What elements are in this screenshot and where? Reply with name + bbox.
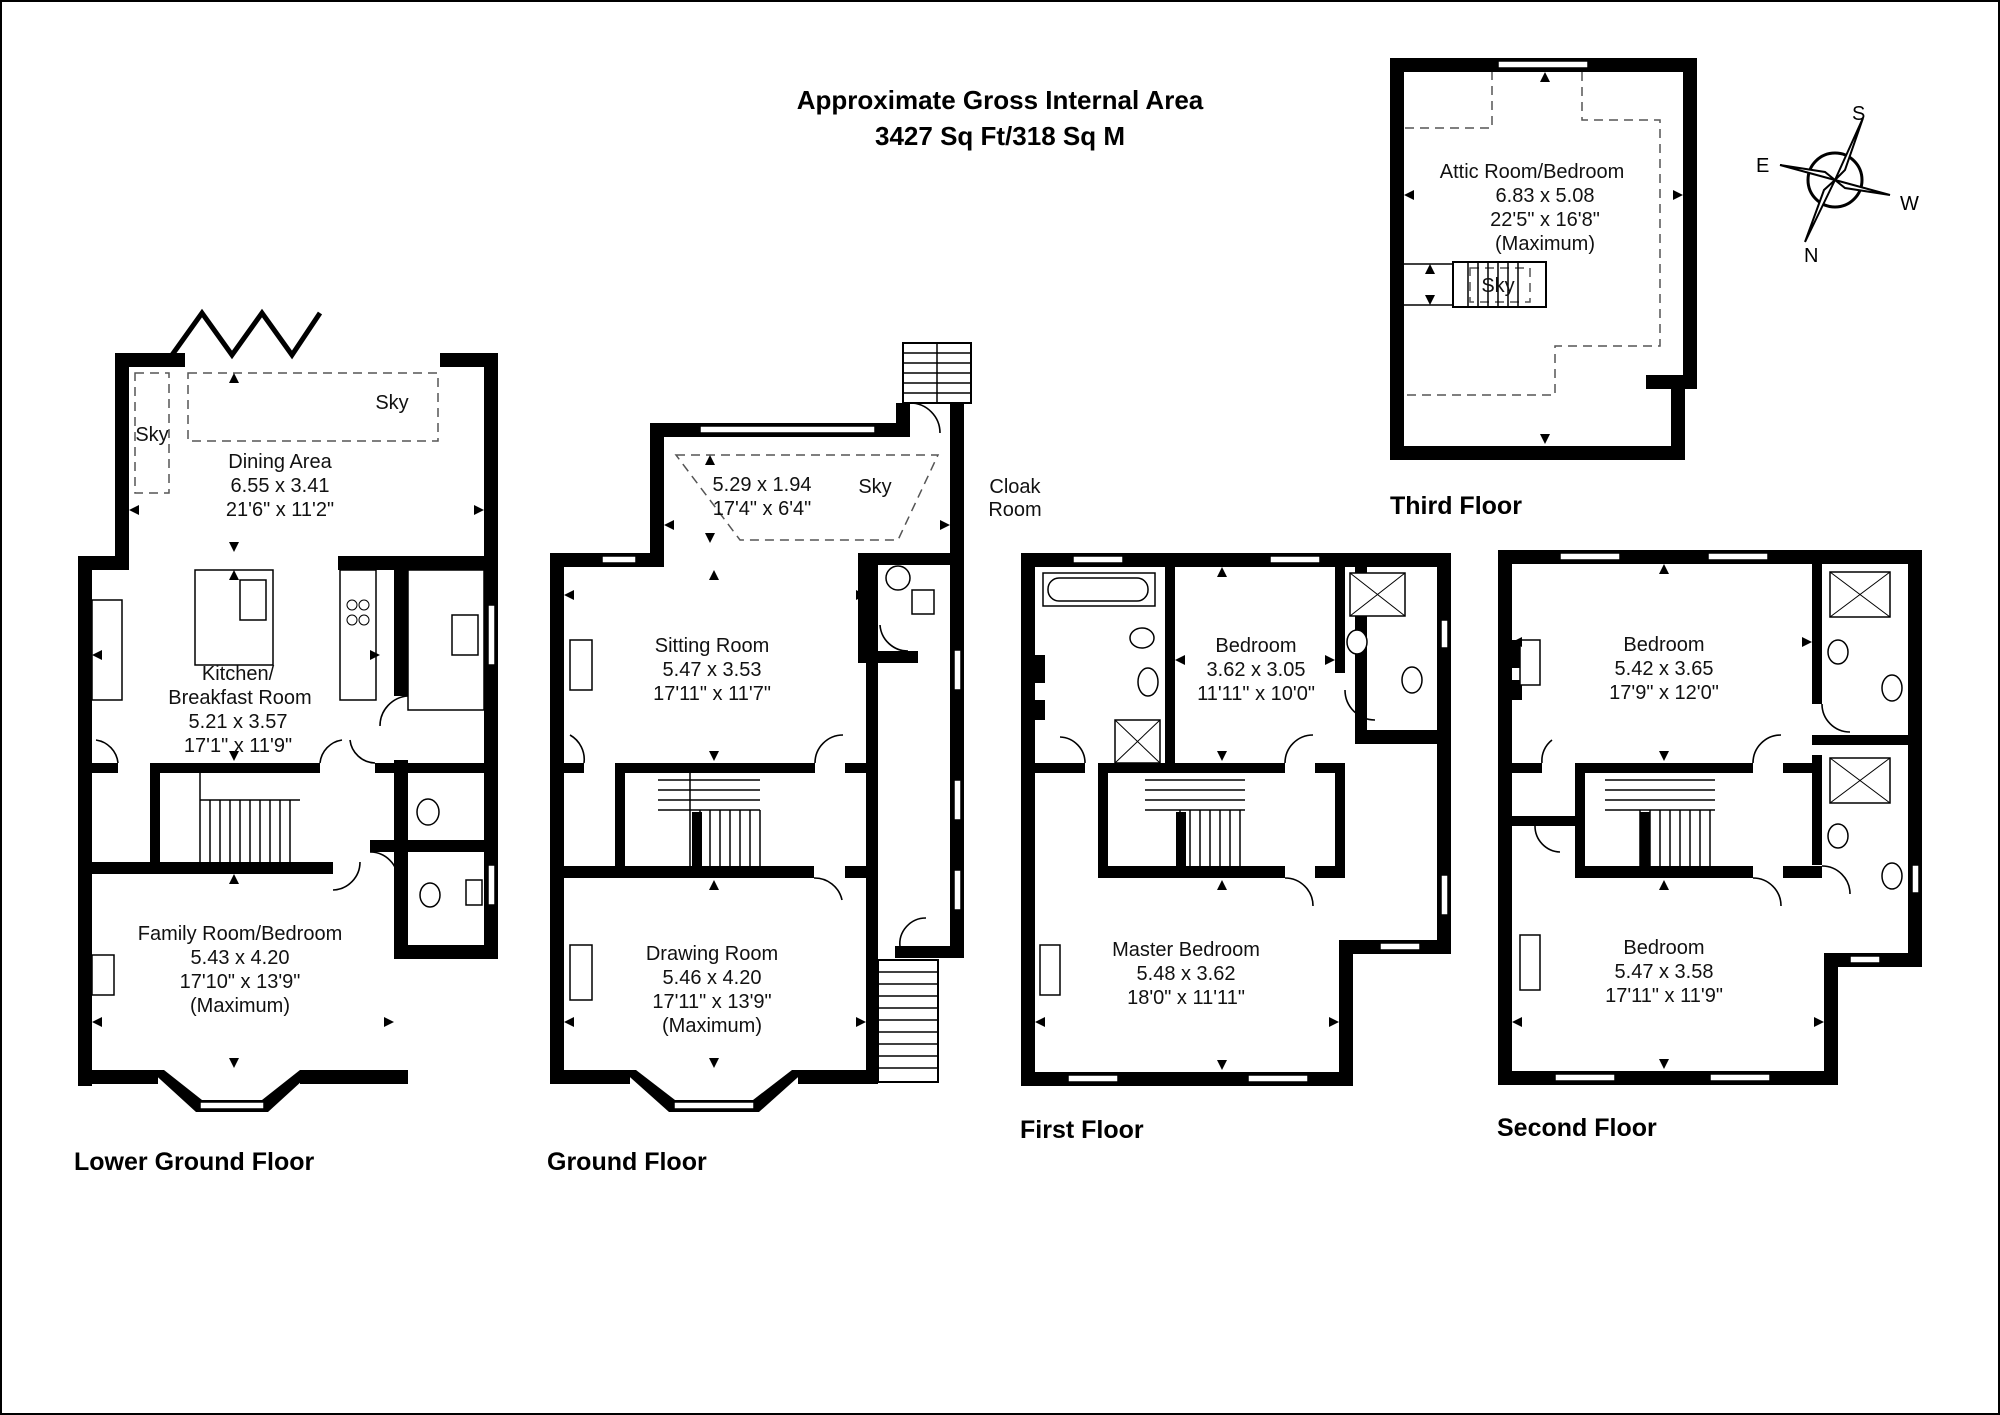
kitchen-metric: 5.21 x 3.57 (189, 711, 288, 733)
attic-room-note: (Maximum) (1495, 233, 1595, 255)
family-room-note: (Maximum) (190, 995, 290, 1017)
drawing-room-metric: 5.46 x 4.20 (663, 967, 762, 989)
third-floor-label: Third Floor (1390, 492, 1522, 520)
ground-floor: 5.29 x 1.94 17'4" x 6'4" Sky Cloak Room … (547, 342, 1042, 1176)
attic-room-metric: 6.83 x 5.08 (1496, 185, 1595, 207)
sf-bedroom-top-imperial: 17'9" x 12'0" (1609, 682, 1719, 704)
ff-bedroom-imperial: 11'11" x 10'0" (1197, 683, 1315, 705)
ground-floor-label: Ground Floor (547, 1148, 707, 1176)
lower-ground-floor: Sky Sky Dining Area 6.55 x 3.41 21'6" x … (74, 308, 498, 1176)
sky-room-sky-label: Sky (858, 476, 891, 498)
family-room-metric: 5.43 x 4.20 (191, 947, 290, 969)
third-floor: Attic Room/Bedroom 6.83 x 5.08 22'5" x 1… (1390, 58, 1697, 520)
sky-room-metric: 5.29 x 1.94 (713, 474, 812, 496)
gross-area-value: 3427 Sq Ft/318 Sq M (875, 121, 1125, 151)
dining-area-name: Dining Area (228, 451, 332, 473)
master-bedroom-imperial: 18'0" x 11'11" (1127, 987, 1245, 1009)
second-floor-label: Second Floor (1497, 1114, 1657, 1142)
compass-e: E (1756, 155, 1769, 177)
attic-room-imperial: 22'5" x 16'8" (1490, 209, 1600, 231)
ff-bedroom-name: Bedroom (1215, 635, 1296, 657)
kitchen-name-2: Breakfast Room (168, 687, 311, 709)
master-bedroom-name: Master Bedroom (1112, 939, 1260, 961)
cloak-room-line1: Cloak (989, 476, 1041, 498)
dining-area-metric: 6.55 x 3.41 (231, 475, 330, 497)
second-floor: Bedroom 5.42 x 3.65 17'9" x 12'0" Bedroo… (1497, 550, 1922, 1142)
sky-room-imperial: 17'4" x 6'4" (713, 498, 812, 520)
first-floor-label: First Floor (1020, 1116, 1144, 1144)
family-room-imperial: 17'10" x 13'9" (180, 971, 301, 993)
sitting-room-metric: 5.47 x 3.53 (663, 659, 762, 681)
cloak-room-line2: Room (988, 499, 1041, 521)
lg-sky-side-label: Sky (135, 424, 168, 446)
drawing-room-name: Drawing Room (646, 943, 778, 965)
compass-n: N (1804, 245, 1818, 267)
dining-area-imperial: 21'6" x 11'2" (226, 499, 334, 521)
compass-s: S (1852, 103, 1865, 125)
sitting-room-name: Sitting Room (655, 635, 770, 657)
sf-bedroom-bottom-name: Bedroom (1623, 937, 1704, 959)
sf-bedroom-bottom-imperial: 17'11" x 11'9" (1605, 985, 1723, 1007)
sf-bedroom-bottom-metric: 5.47 x 3.58 (1615, 961, 1714, 983)
kitchen-imperial: 17'1" x 11'9" (184, 735, 292, 757)
sf-bedroom-top-metric: 5.42 x 3.65 (1615, 658, 1714, 680)
lg-sky-label: Sky (375, 392, 408, 414)
ff-bedroom-metric: 3.62 x 3.05 (1207, 659, 1306, 681)
compass-icon: S E W N (1756, 103, 1919, 267)
drawing-room-note: (Maximum) (662, 1015, 762, 1037)
sitting-room-imperial: 17'11" x 11'7" (653, 683, 771, 705)
gross-area-title: Approximate Gross Internal Area (797, 85, 1204, 115)
first-floor: Bedroom 3.62 x 3.05 11'11" x 10'0" Maste… (1020, 553, 1451, 1144)
attic-sky-label: Sky (1481, 275, 1514, 297)
compass-w: W (1900, 193, 1919, 215)
attic-room-name: Attic Room/Bedroom (1440, 161, 1625, 183)
master-bedroom-metric: 5.48 x 3.62 (1137, 963, 1236, 985)
kitchen-name-1: Kitchen/ (202, 663, 275, 685)
lower-ground-floor-label: Lower Ground Floor (74, 1148, 315, 1176)
family-room-name: Family Room/Bedroom (138, 923, 343, 945)
drawing-room-imperial: 17'11" x 13'9" (652, 991, 771, 1013)
sf-bedroom-top-name: Bedroom (1623, 634, 1704, 656)
